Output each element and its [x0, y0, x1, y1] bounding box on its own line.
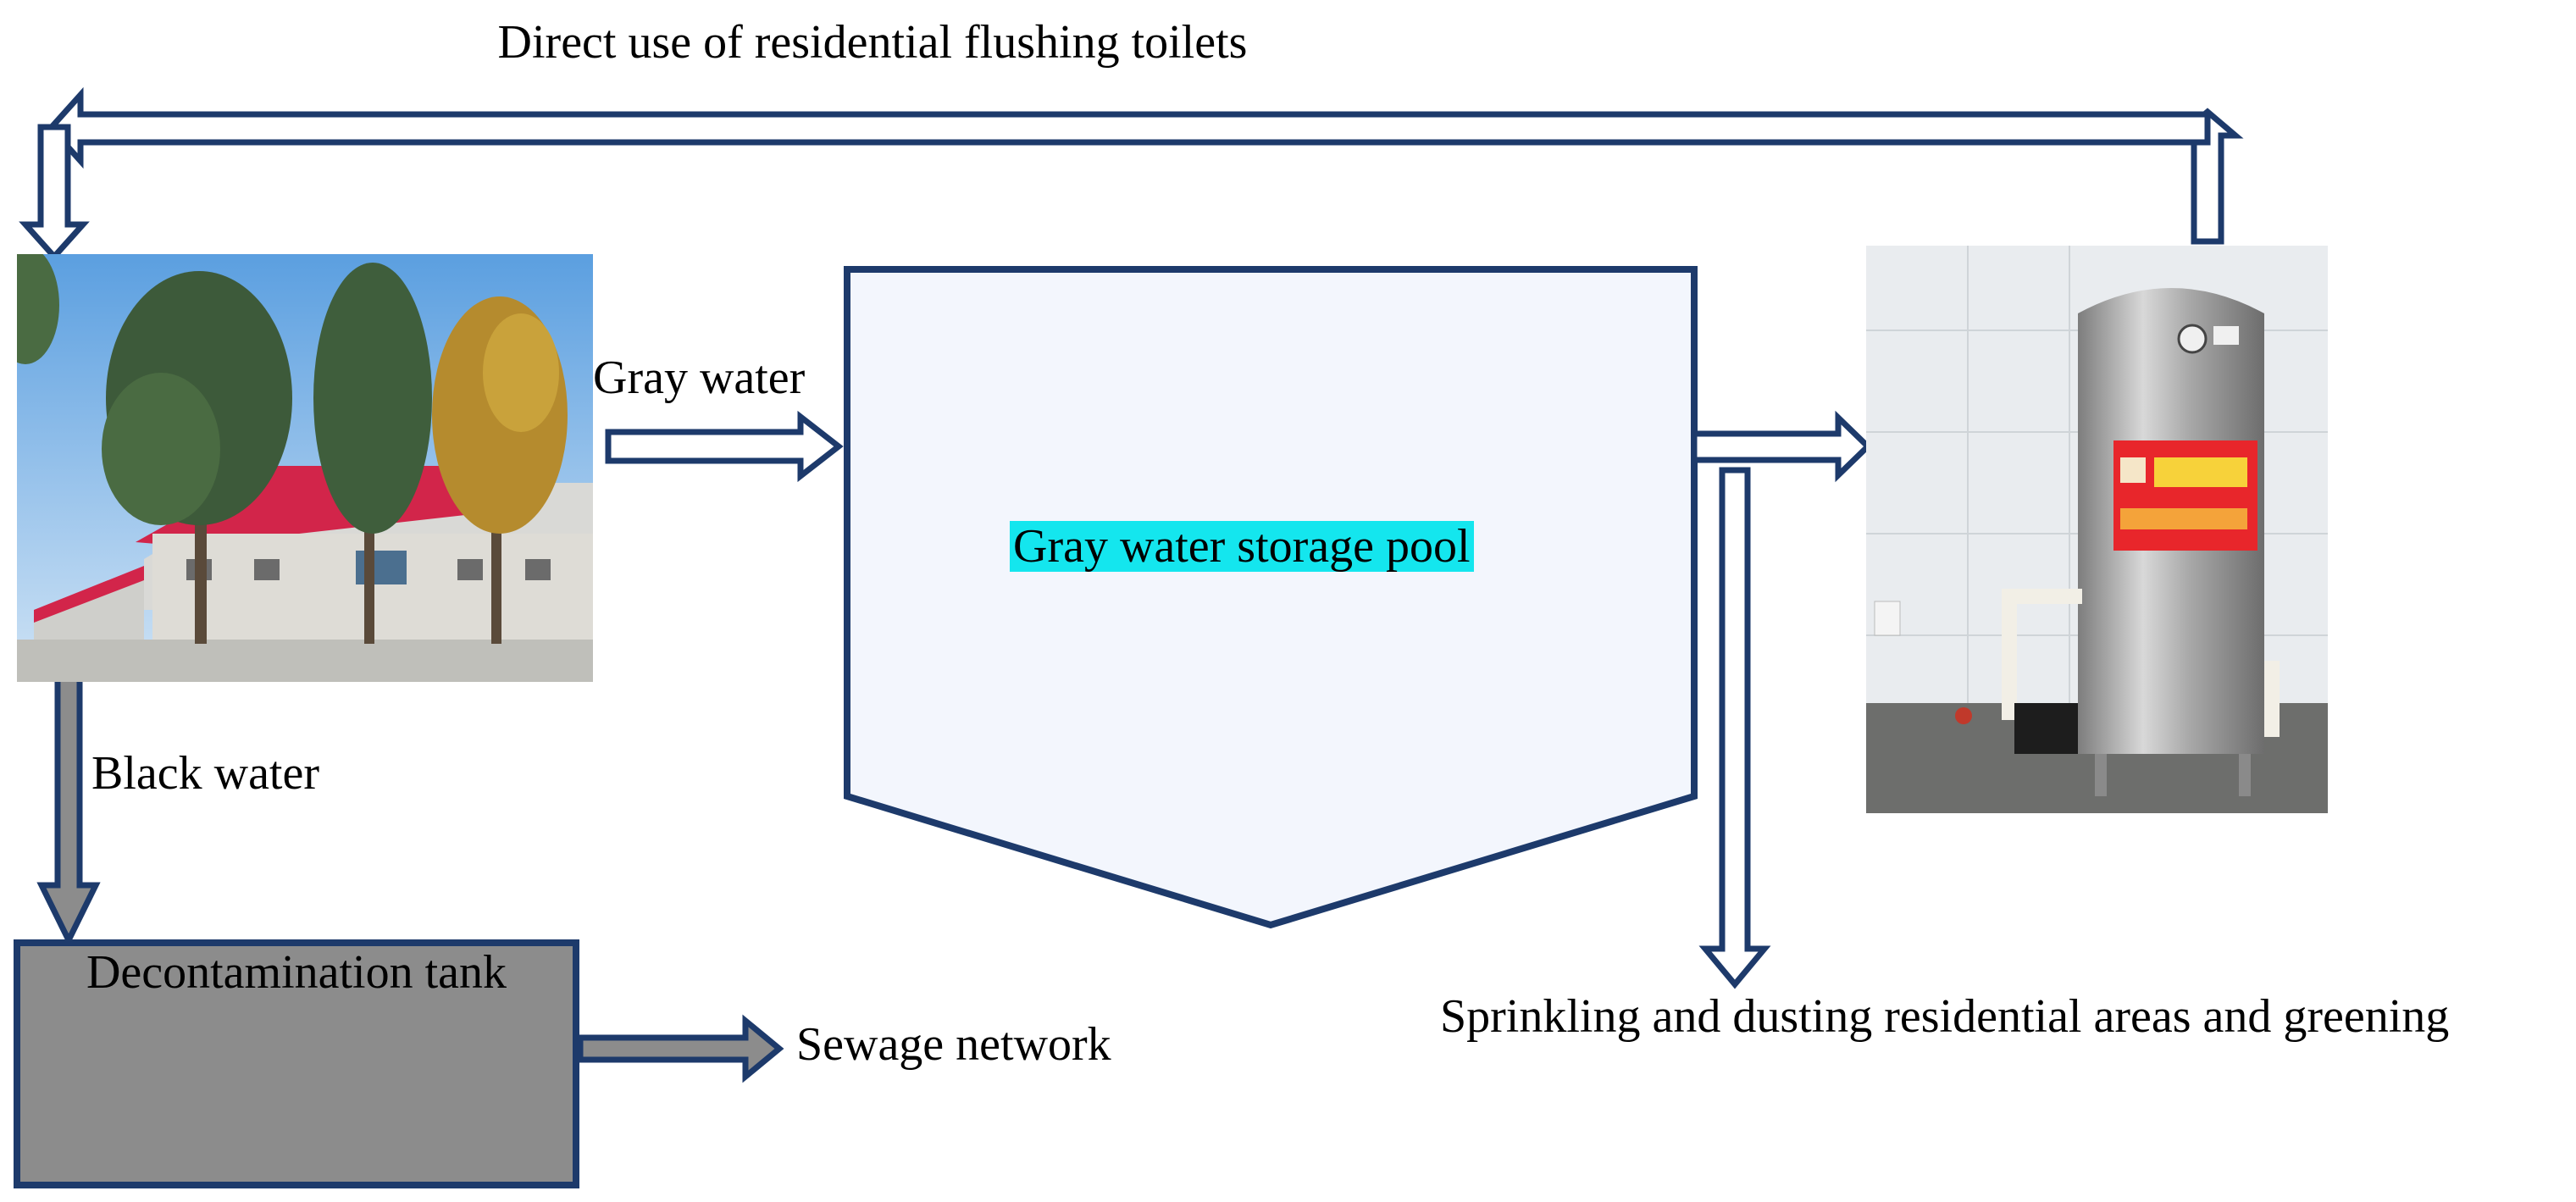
sewage-arrow	[577, 1014, 784, 1083]
sprinkling-arrow	[1698, 467, 1771, 989]
decontamination-tank-label: Decontamination tank	[86, 946, 507, 999]
pool-to-tank-arrow	[1691, 410, 1873, 483]
gray-water-arrow	[605, 410, 844, 483]
gray-water-label: Gray water	[593, 352, 806, 404]
storage-pool-label: Gray water storage pool	[1010, 521, 1474, 572]
black-water-label: Black water	[91, 747, 319, 800]
storage-pool-shape	[844, 266, 1698, 929]
decontamination-tank-box	[14, 939, 579, 1188]
flushing-return-arrow	[19, 86, 2244, 262]
sprinkling-label: Sprinkling and dusting residential areas…	[1440, 990, 2450, 1043]
pressure-water-tank-photo	[1866, 246, 2328, 813]
flushing-toilets-label: Direct use of residential flushing toile…	[497, 16, 1248, 69]
black-water-arrow	[36, 674, 101, 947]
sewage-network-label: Sewage network	[796, 1018, 1111, 1071]
residential-buildings-photo	[17, 254, 593, 682]
